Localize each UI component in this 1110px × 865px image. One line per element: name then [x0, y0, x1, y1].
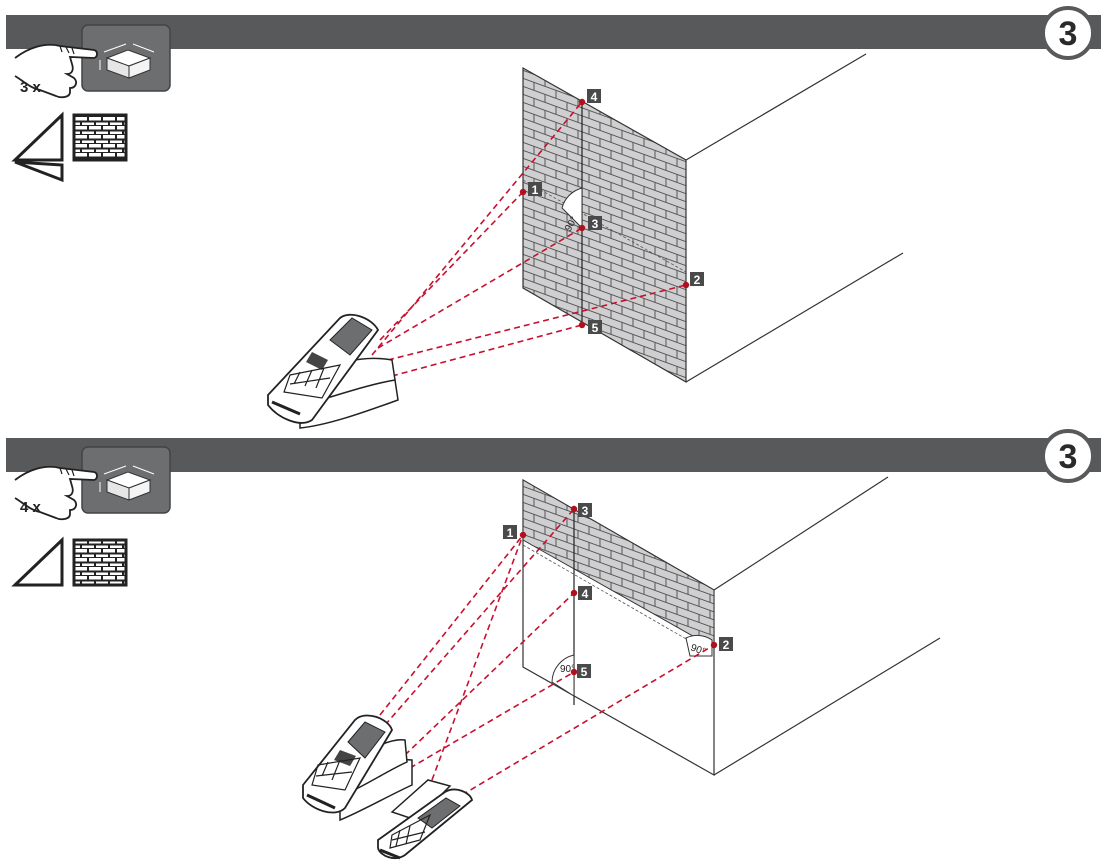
angle-label-2: 90°: [689, 642, 707, 658]
point-5-dot: [578, 321, 586, 329]
header-bar: [6, 438, 1101, 472]
point-5-label: 5: [592, 321, 599, 335]
triangle-icon: [11, 536, 64, 587]
building: 90° 90°: [522, 476, 941, 777]
pressing-hand-icon: [14, 465, 98, 521]
point-2-box: [719, 637, 733, 651]
point-1-label: 1: [532, 183, 539, 197]
triangle-icon: [11, 111, 64, 183]
point-2-box: [690, 272, 704, 286]
point-4-label: 4: [582, 587, 589, 601]
area-button: [81, 24, 171, 92]
panel-2: 3 4 x: [6, 429, 1101, 860]
press-count: 4 x: [20, 499, 42, 516]
pressing-hand-icon: [14, 43, 98, 99]
step-number: 3: [1059, 438, 1078, 476]
brick-wall-icon: [72, 113, 128, 162]
point-3-label: 3: [592, 217, 599, 231]
laser-rangefinder-device: [267, 313, 399, 429]
angle-marker: [561, 187, 583, 230]
laser-rangefinder-device-2: [377, 779, 474, 860]
point-3-label: 3: [582, 504, 589, 518]
brick-wall-icon: [72, 538, 128, 587]
point-1-dot: [519, 531, 527, 539]
measure-points: 1 2 3 4 5: [503, 503, 733, 679]
point-1-dot: [519, 188, 527, 196]
press-count: 3 x: [20, 79, 42, 96]
building: 90°: [522, 53, 904, 384]
measure-points: 1 2 3 4 5: [519, 89, 704, 335]
point-4-box: [587, 89, 601, 103]
point-5-dot: [570, 668, 578, 676]
point-2-dot: [710, 641, 718, 649]
point-4-dot: [578, 98, 586, 106]
point-5-box: [577, 664, 591, 678]
laser-beams: [379, 508, 715, 796]
header-bar: [6, 15, 1101, 49]
angle-label-1: 90°: [560, 664, 575, 675]
point-4-label: 4: [591, 90, 598, 104]
area-measure-icon: [99, 465, 155, 501]
point-5-label: 5: [581, 665, 588, 679]
point-2-label: 2: [694, 273, 701, 287]
step-badge: 3: [1041, 6, 1095, 60]
panel-1: 3 3 x: [6, 6, 1101, 429]
point-3-dot: [578, 224, 586, 232]
laser-rangefinder-device-1: [302, 714, 413, 822]
area-measure-icon: [99, 43, 155, 79]
point-4-dot: [570, 589, 578, 597]
point-1-box: [528, 182, 542, 196]
point-2-dot: [682, 281, 690, 289]
angle-marker-1: [551, 654, 575, 697]
laser-beams: [371, 101, 687, 377]
point-5-box: [588, 320, 602, 334]
point-1-box: [503, 525, 517, 539]
point-3-dot: [570, 505, 578, 513]
point-3-box: [578, 503, 592, 517]
step-number: 3: [1059, 15, 1078, 53]
brick-wall: [522, 66, 687, 384]
point-2-label: 2: [723, 638, 730, 652]
point-3-box: [588, 216, 602, 230]
step-badge: 3: [1041, 429, 1095, 483]
point-4-box: [578, 586, 592, 600]
point-1-label: 1: [507, 526, 514, 540]
